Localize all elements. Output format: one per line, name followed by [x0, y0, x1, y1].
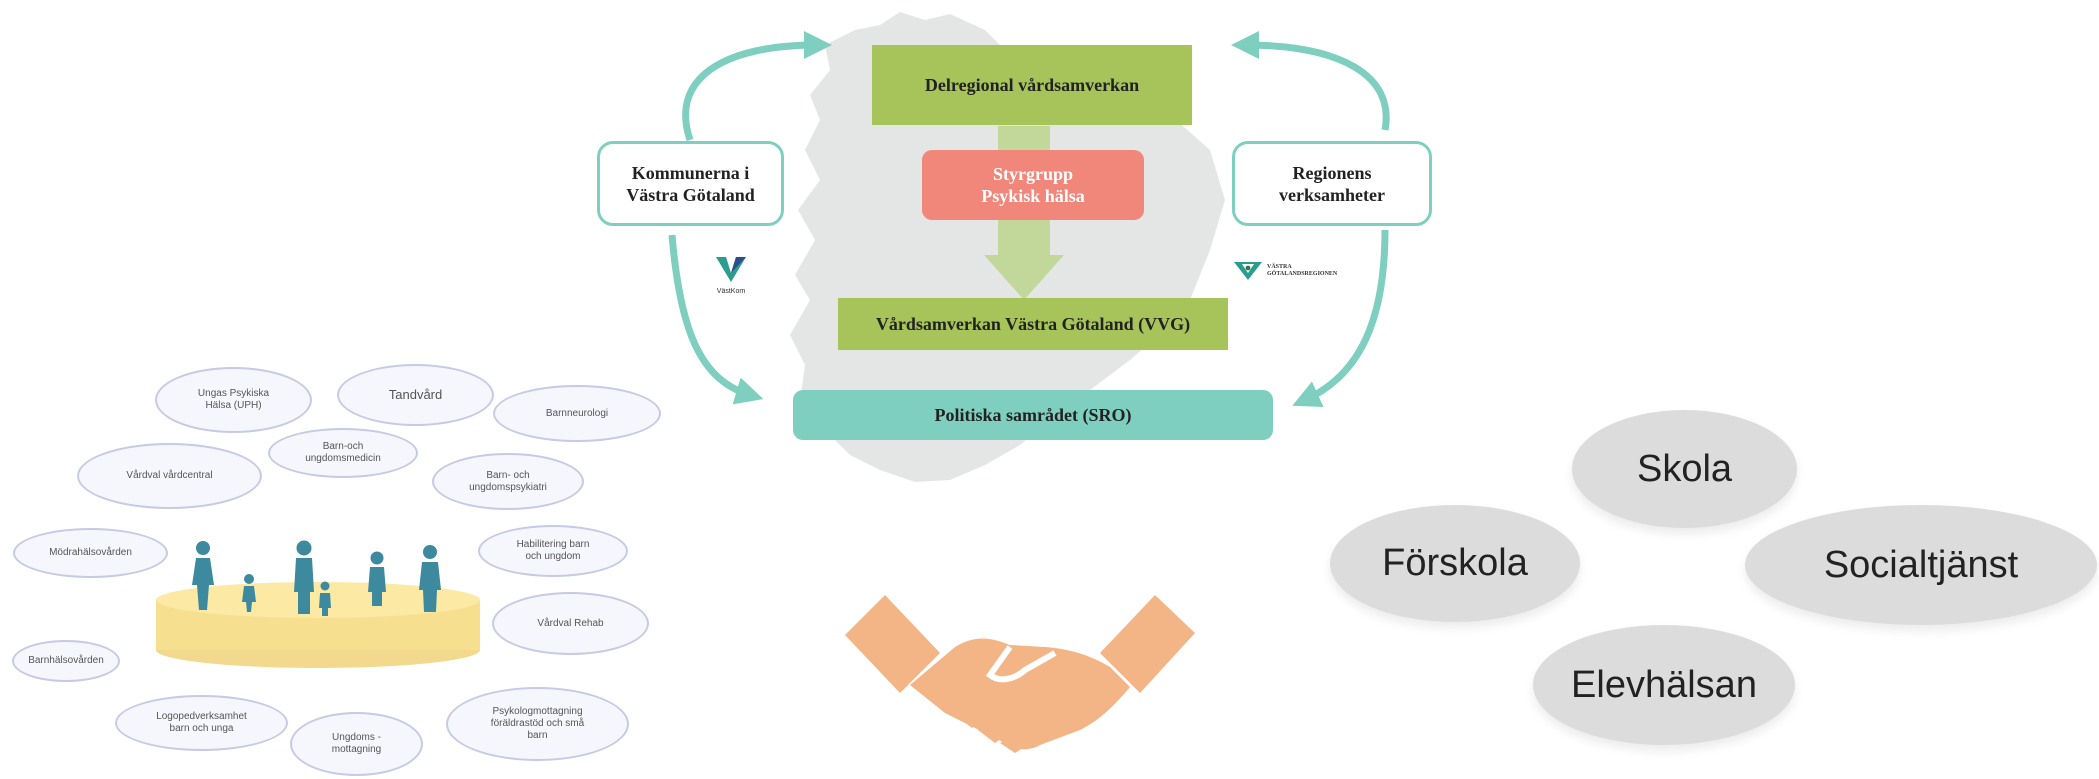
handshake-icon [845, 595, 1195, 753]
oval-modrahalsovarden: Mödrahälsovården [13, 528, 168, 578]
oval-bup: Barn- och ungdomspsykiatri [432, 453, 584, 510]
oval-habilitering: Habilitering barn och ungdom [478, 525, 628, 577]
delregional-label: Delregional vårdsamverkan [924, 74, 1140, 95]
arrow-right-down [1292, 229, 1389, 407]
styrgrupp-label-2: Psykisk hälsa [981, 186, 1085, 206]
oval-uph-line2: Hälsa (UPH) [205, 400, 262, 411]
oval-ungdomsmottagning-line1: Ungdoms - [332, 732, 381, 743]
kommunerna-label-1: Kommunerna i [631, 162, 750, 183]
oval-tandvard: Tandvård [337, 364, 494, 426]
oval-bup-line1: Barn- och [486, 469, 530, 481]
oval-habilitering-line2: och ungdom [525, 551, 581, 562]
oval-psykologmottagning-line2: föräldrastöd och små [490, 718, 585, 729]
elevhalsan-label: Elevhälsan [1571, 663, 1757, 706]
oval-psykologmottagning-line3: barn [527, 730, 548, 741]
oval-barnmedicin-line2: ungdomsmedicin [305, 453, 381, 464]
oval-vardcentral: Vårdval vårdcentral [77, 443, 262, 509]
vvg-label: Vårdsamverkan Västra Götaland (VVG) [875, 313, 1191, 334]
oval-vardcentral-line1: Vårdval vårdcentral [126, 470, 213, 481]
sro-label: Politiska samrådet (SRO) [934, 404, 1132, 425]
regionens-label-1: Regionens [1292, 162, 1372, 183]
oval-vardval-rehab: Vårdval Rehab [492, 592, 649, 655]
oval-uph: Ungas Psykiska Hälsa (UPH) [155, 367, 312, 433]
styrgrupp-box: Styrgrupp Psykisk hälsa [922, 150, 1144, 220]
oval-barnhalsovarden: Barnhälsovården [12, 640, 120, 682]
vgr-logo: VÄSTRA GÖTALANDSREGIONEN [1233, 258, 1363, 284]
oval-logoped-line1: Logopedverksamhet [156, 711, 247, 722]
regionens-box: Regionens verksamheter [1232, 141, 1432, 226]
skola-label: Skola [1636, 447, 1733, 490]
delregional-box: Delregional vårdsamverkan [872, 45, 1192, 125]
forskola-label: Förskola [1382, 542, 1528, 584]
oval-psykologmottagning: Psykologmottagning föräldrastöd och små … [446, 687, 629, 761]
arrow-left-up [682, 31, 832, 142]
oval-barnneurologi-line1: Barnneurologi [545, 407, 609, 419]
oval-barnmedicin: Barn-och ungdomsmedicin [268, 428, 418, 478]
vgr-logo-text-1: VÄSTRA [1267, 264, 1292, 270]
elevhalsan-ellipse: Elevhälsan [1533, 625, 1795, 745]
family-figures [192, 540, 441, 616]
oval-uph-line1: Ungas Psykiska [197, 388, 270, 399]
oval-habilitering-line1: Habilitering barn [516, 539, 590, 550]
kommunerna-box: Kommunerna i Västra Götaland [597, 141, 784, 226]
arrow-right-up [1231, 31, 1390, 131]
vgr-logo-icon [1234, 262, 1262, 280]
oval-ungdomsmottagning: Ungdoms - mottagning [290, 712, 423, 776]
forskola-ellipse: Förskola [1330, 505, 1580, 622]
oval-barnhalsovarden-line1: Barnhälsovården [28, 655, 104, 666]
family-illustration [156, 540, 480, 668]
styrgrupp-label-1: Styrgrupp [992, 164, 1073, 184]
oval-psykologmottagning-line1: Psykologmottagning [492, 706, 583, 717]
oval-barnmedicin-line1: Barn-och [322, 441, 364, 452]
oval-bup-line2: ungdomspsykiatri [469, 481, 547, 493]
oval-vardval-rehab-line1: Vårdval Rehab [537, 617, 604, 629]
socialtjanst-ellipse: Socialtjänst [1745, 505, 2097, 625]
oval-barnneurologi: Barnneurologi [493, 385, 661, 442]
oval-logoped: Logopedverksamhet barn och unga [115, 695, 288, 751]
arrow-left-down [668, 234, 764, 405]
skola-ellipse: Skola [1572, 410, 1797, 528]
socialtjanst-label: Socialtjänst [1823, 543, 2019, 586]
oval-tandvard-line1: Tandvård [388, 387, 443, 402]
vvg-box: Vårdsamverkan Västra Götaland (VVG) [838, 298, 1228, 350]
vgr-logo-text-2: GÖTALANDSREGIONEN [1267, 271, 1338, 277]
kommunerna-label-2: Västra Götaland [626, 184, 755, 205]
regionens-label-2: verksamheter [1279, 184, 1385, 205]
vastkom-logo-text: VästKom [716, 288, 746, 295]
vastkom-logo: VästKom [711, 255, 751, 297]
oval-logoped-line2: barn och unga [169, 723, 234, 734]
vastkom-logo-icon [716, 257, 746, 282]
sro-box: Politiska samrådet (SRO) [793, 390, 1273, 440]
oval-modrahalsovarden-line1: Mödrahälsovården [49, 547, 132, 558]
oval-ungdomsmottagning-line2: mottagning [331, 744, 382, 755]
